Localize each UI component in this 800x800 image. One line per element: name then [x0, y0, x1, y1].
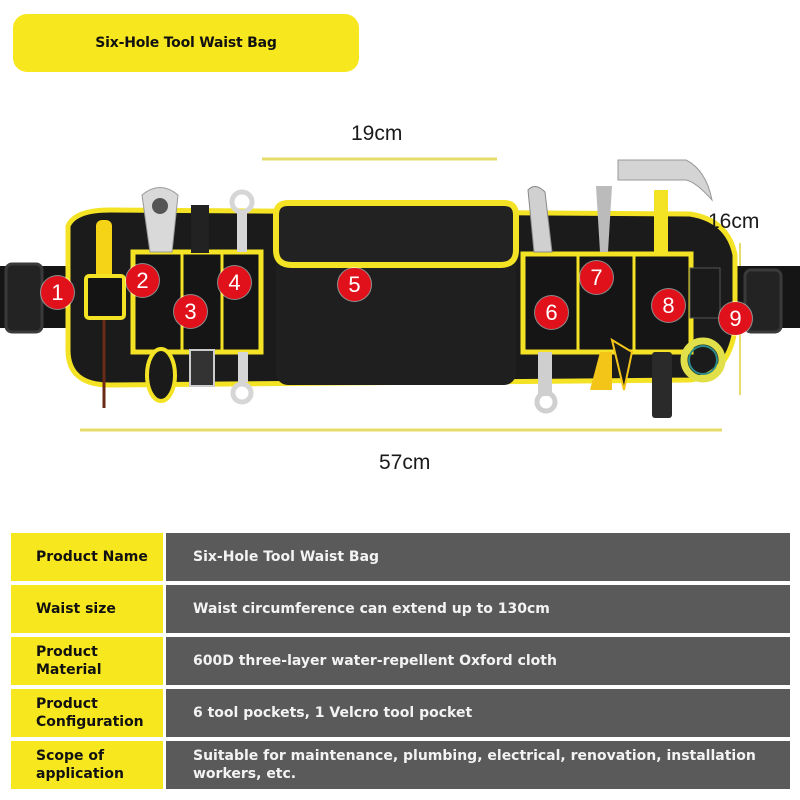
spec-row-waist-size: Waist size Waist circumference can exten…: [11, 585, 790, 633]
spec-label-cell: Product Material: [11, 637, 163, 685]
title-banner: Six-Hole Tool Waist Bag: [13, 14, 359, 72]
spec-value-cell: 6 tool pockets, 1 Velcro tool pocket: [166, 689, 790, 737]
callout-badge-5: 5: [338, 268, 371, 301]
spec-label: Waist size: [36, 601, 116, 617]
right-buckle: [743, 268, 783, 334]
spec-value-cell: Suitable for maintenance, plumbing, elec…: [166, 741, 790, 789]
spec-row-scope: Scope of application Suitable for mainte…: [11, 741, 790, 789]
spec-value: 600D three-layer water-repellent Oxford …: [193, 653, 557, 669]
waist-bag-illustration: [0, 157, 800, 432]
spec-value: Six-Hole Tool Waist Bag: [193, 549, 380, 565]
dimension-label-19cm: 19cm: [351, 122, 403, 145]
spec-table: Product Name Six-Hole Tool Waist Bag Wai…: [11, 533, 790, 793]
spec-label-cell: Waist size: [11, 585, 163, 633]
dimension-label-16cm: 16cm: [708, 210, 760, 233]
spec-label: Scope of application: [36, 748, 124, 782]
spec-label: Product Configuration: [36, 696, 144, 730]
spec-value: Waist circumference can extend up to 130…: [193, 601, 550, 617]
spec-value: 6 tool pockets, 1 Velcro tool pocket: [193, 705, 473, 721]
page-title: Six-Hole Tool Waist Bag: [95, 35, 277, 51]
callout-badge-7: 7: [580, 261, 613, 294]
velcro-strap: [689, 267, 721, 319]
spec-row-product-name: Product Name Six-Hole Tool Waist Bag: [11, 533, 790, 581]
callout-badge-2: 2: [126, 264, 159, 297]
spec-value-cell: Waist circumference can extend up to 130…: [166, 585, 790, 633]
callout-badge-6: 6: [535, 296, 568, 329]
spec-label-cell: Product Name: [11, 533, 163, 581]
spec-label: Product Name: [36, 549, 148, 565]
spec-value-cell: 600D three-layer water-repellent Oxford …: [166, 637, 790, 685]
spec-row-configuration: Product Configuration 6 tool pockets, 1 …: [11, 689, 790, 737]
spec-label-cell: Scope of application: [11, 741, 163, 789]
callout-badge-9: 9: [719, 302, 752, 335]
callout-badge-8: 8: [652, 289, 685, 322]
tape-roll: [680, 337, 726, 383]
spec-label: Product Material: [36, 644, 102, 678]
left-buckle: [4, 262, 44, 334]
callout-badge-1: 1: [41, 276, 74, 309]
spec-label-cell: Product Configuration: [11, 689, 163, 737]
spec-value-cell: Six-Hole Tool Waist Bag: [166, 533, 790, 581]
product-image: 19cm 16cm 57cm 1 2 3 4 5 6 7 8 9: [0, 100, 800, 500]
pocket-flap: [273, 200, 519, 268]
callout-badge-4: 4: [218, 266, 251, 299]
spec-value: Suitable for maintenance, plumbing, elec…: [193, 748, 756, 782]
callout-badge-3: 3: [174, 295, 207, 328]
spec-row-material: Product Material 600D three-layer water-…: [11, 637, 790, 685]
dimension-label-57cm: 57cm: [379, 451, 431, 474]
